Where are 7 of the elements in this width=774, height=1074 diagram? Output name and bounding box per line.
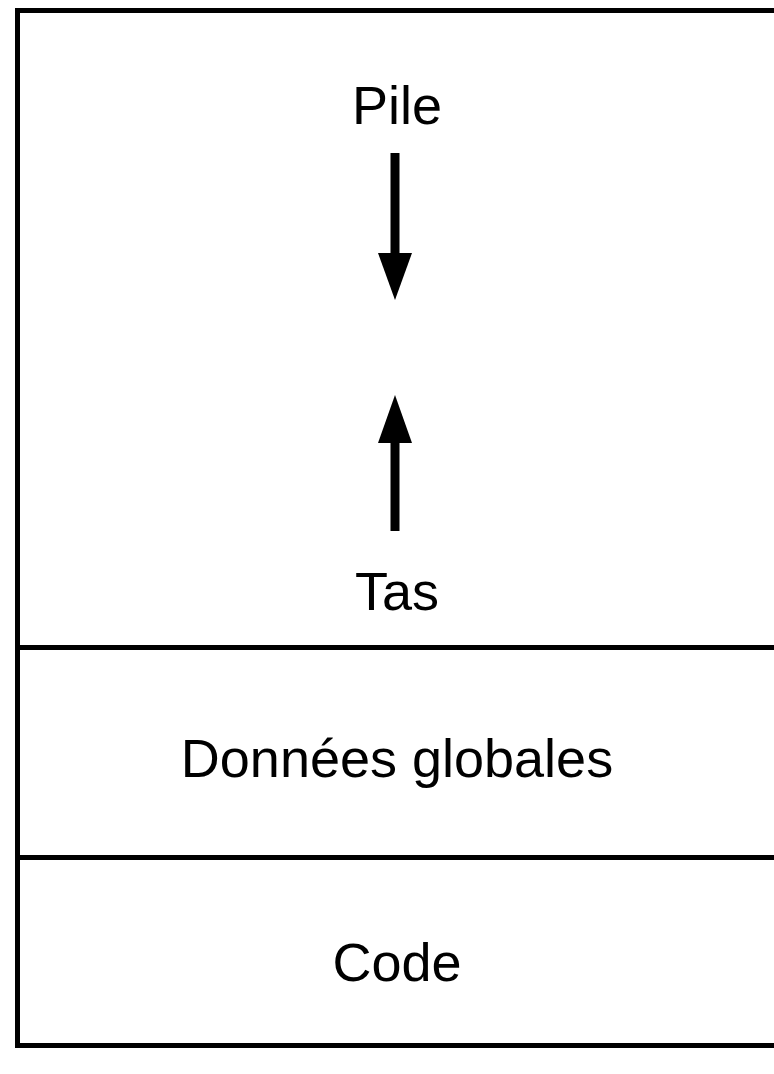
memory-region xyxy=(15,645,774,855)
memory-region xyxy=(15,8,774,645)
region-label: Tas xyxy=(354,561,439,621)
memory-region xyxy=(15,855,774,1048)
region-label: Pile xyxy=(351,75,442,135)
region-label: Données globales xyxy=(180,728,614,788)
region-label: Code xyxy=(332,932,462,992)
